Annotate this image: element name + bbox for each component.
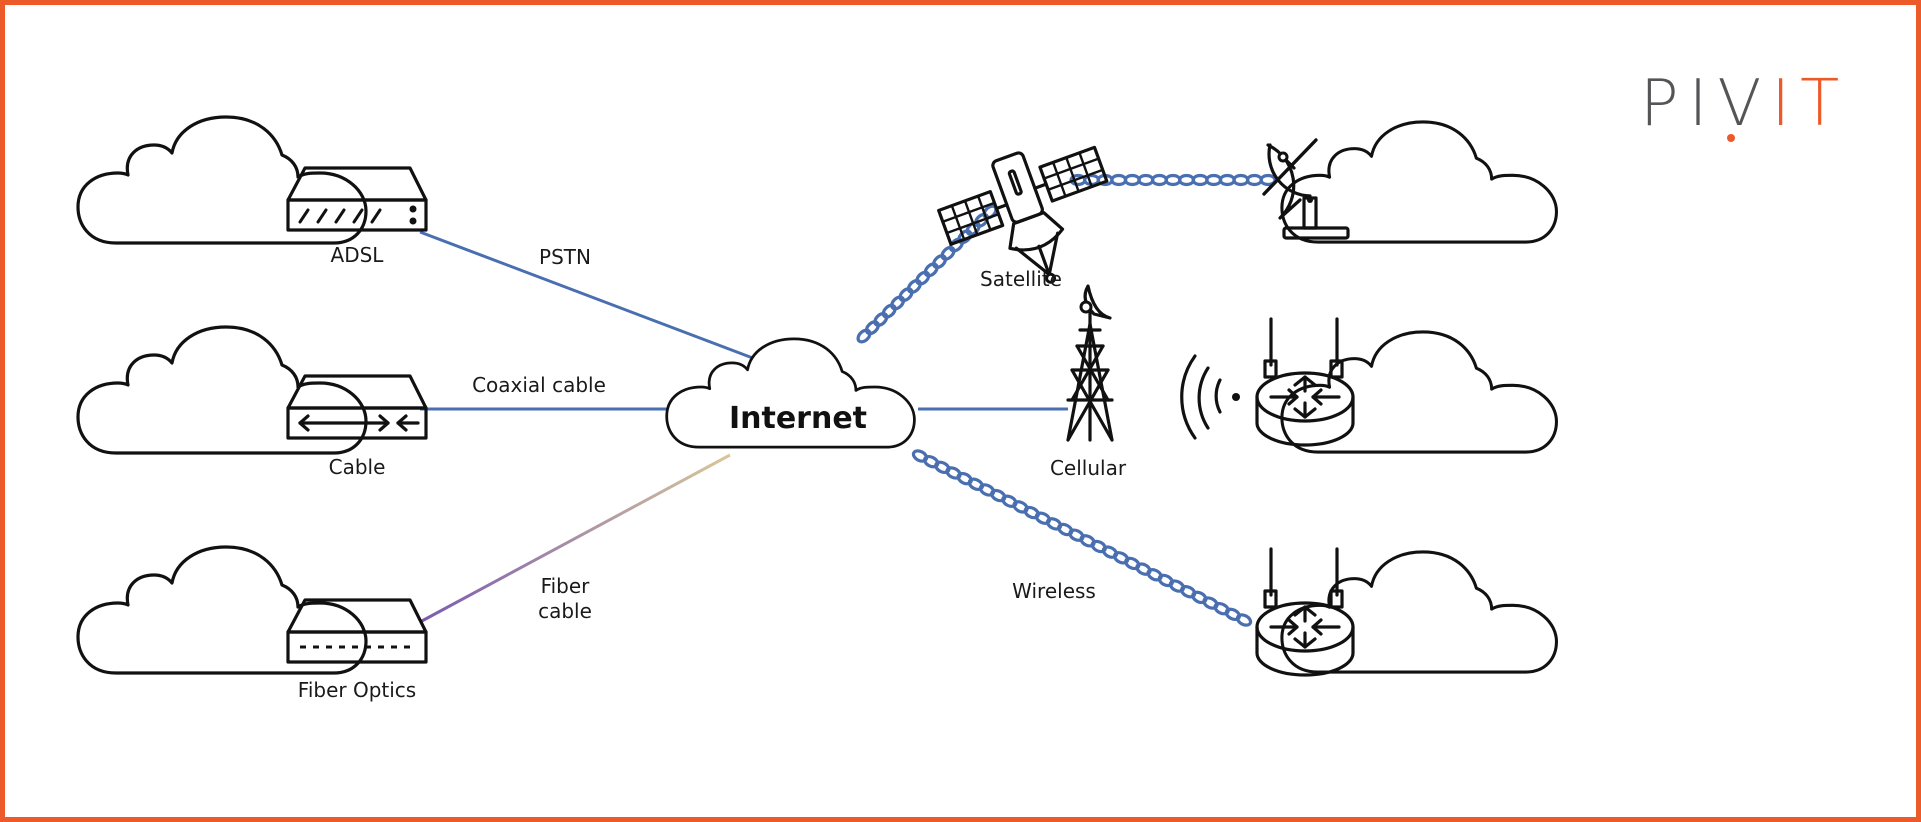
wireless-label: Wireless — [1012, 579, 1096, 603]
satellite-label: Satellite — [980, 267, 1062, 291]
chain-link — [864, 320, 880, 336]
logo-dot-icon — [1727, 134, 1735, 142]
satellite-icon — [937, 145, 1109, 284]
wireless-signal-icon — [1180, 354, 1240, 440]
chain-link — [1205, 173, 1223, 187]
chain-link — [1177, 173, 1196, 187]
chain-link — [974, 212, 990, 228]
chain-link — [1218, 173, 1236, 187]
wireless-router-icon — [1255, 317, 1355, 447]
cellular-network-cloud — [1280, 330, 1559, 454]
chain-link — [1164, 173, 1182, 187]
fiber-optics-label: Fiber Optics — [298, 678, 416, 702]
chain-link — [873, 312, 889, 327]
fiber-network-cloud — [76, 545, 368, 675]
chain-link — [923, 262, 939, 278]
chain-link — [1232, 173, 1250, 187]
coaxial-link-label: Coaxial cable — [472, 373, 606, 397]
logo-right: IT — [1771, 67, 1849, 141]
chain-link — [1235, 613, 1253, 627]
wireless-link-chain — [911, 449, 1253, 627]
pivit-logo: PIVIT — [1640, 67, 1849, 141]
cellular-label: Cellular — [1050, 456, 1127, 480]
chain-link — [1191, 173, 1209, 187]
pstn-link — [419, 230, 759, 362]
cable-modem-icon — [286, 374, 428, 440]
cable-label: Cable — [329, 455, 386, 479]
adsl-network-cloud — [76, 115, 368, 245]
chain-link — [1150, 173, 1169, 187]
chain-link — [915, 270, 931, 286]
satellite-uplink-chain — [856, 204, 998, 344]
fiber-link-label-1: Fiber — [541, 574, 591, 598]
chain-link — [1245, 173, 1264, 187]
internet-label: Internet — [729, 401, 867, 436]
chain-link — [1259, 173, 1277, 187]
adsl-label: ADSL — [331, 243, 385, 267]
logo-left: PIV — [1640, 67, 1771, 141]
cell-tower-icon — [1066, 284, 1114, 442]
chain-link — [906, 278, 922, 294]
chain-link — [856, 328, 872, 344]
wireless-network-cloud — [1280, 550, 1559, 674]
chain-link — [890, 295, 906, 311]
chain-link — [932, 254, 948, 270]
chain-link — [1123, 173, 1141, 187]
fiber-link-label-2: cable — [538, 599, 592, 623]
fiber-modem-icon — [286, 598, 428, 664]
satellite-network-cloud — [1280, 120, 1559, 244]
chain-link — [1110, 173, 1128, 187]
satellite-dish-icon — [1262, 138, 1350, 240]
cable-network-cloud — [76, 325, 368, 455]
pstn-link-label: PSTN — [539, 245, 591, 269]
chain-link — [898, 287, 914, 303]
chain-link — [881, 303, 897, 319]
wireless-router-icon — [1255, 547, 1355, 677]
fiber-link — [419, 453, 731, 624]
adsl-modem-icon — [286, 166, 428, 232]
chain-link — [940, 245, 956, 261]
chain-link — [1137, 173, 1155, 187]
